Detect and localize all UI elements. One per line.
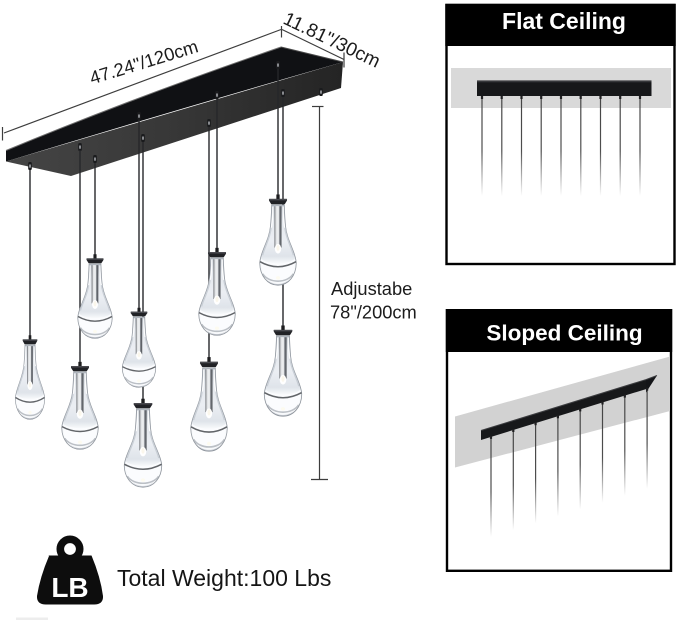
svg-text:Total Weight:100 Lbs: Total Weight:100 Lbs <box>117 565 331 591</box>
svg-text:LB: LB <box>51 572 88 603</box>
svg-text:Flat Ceiling: Flat Ceiling <box>502 8 626 34</box>
svg-text:78"/200cm: 78"/200cm <box>330 302 417 323</box>
svg-text:Sloped Ceiling: Sloped Ceiling <box>486 321 642 346</box>
svg-text:Adjustabe: Adjustabe <box>331 278 412 299</box>
